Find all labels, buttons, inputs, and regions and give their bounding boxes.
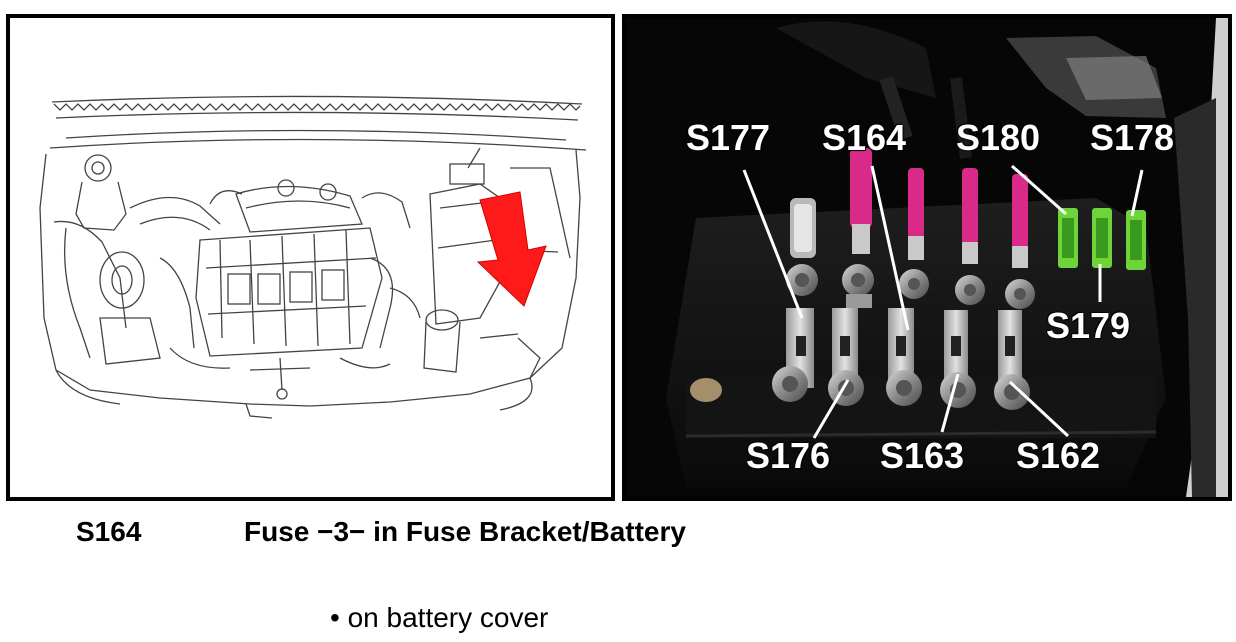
label-s162: S162 <box>1016 435 1101 476</box>
label-s164: S164 <box>822 117 907 158</box>
label-s180: S180 <box>956 117 1041 158</box>
label-s178: S178 <box>1090 117 1175 158</box>
label-s163: S163 <box>880 435 965 476</box>
location-arrow <box>476 191 547 307</box>
fuse-bracket-photo: S177 S164 S180 S178 S179 S176 S163 S162 <box>622 14 1232 501</box>
engine-compartment-illustration <box>6 14 615 501</box>
location-note: • on battery cover <box>330 602 548 634</box>
label-s177: S177 <box>686 117 771 158</box>
fuse-code: S164 <box>76 516 142 547</box>
fuse-description: Fuse −3− in Fuse Bracket/Battery <box>244 516 686 547</box>
fuse-bracket-drawing <box>626 18 1228 497</box>
label-s179: S179 <box>1046 305 1131 346</box>
location-note-text: on battery cover <box>347 602 549 633</box>
bullet-icon: • <box>330 602 340 633</box>
engine-compartment-drawing <box>39 95 587 419</box>
label-s176: S176 <box>746 435 831 476</box>
